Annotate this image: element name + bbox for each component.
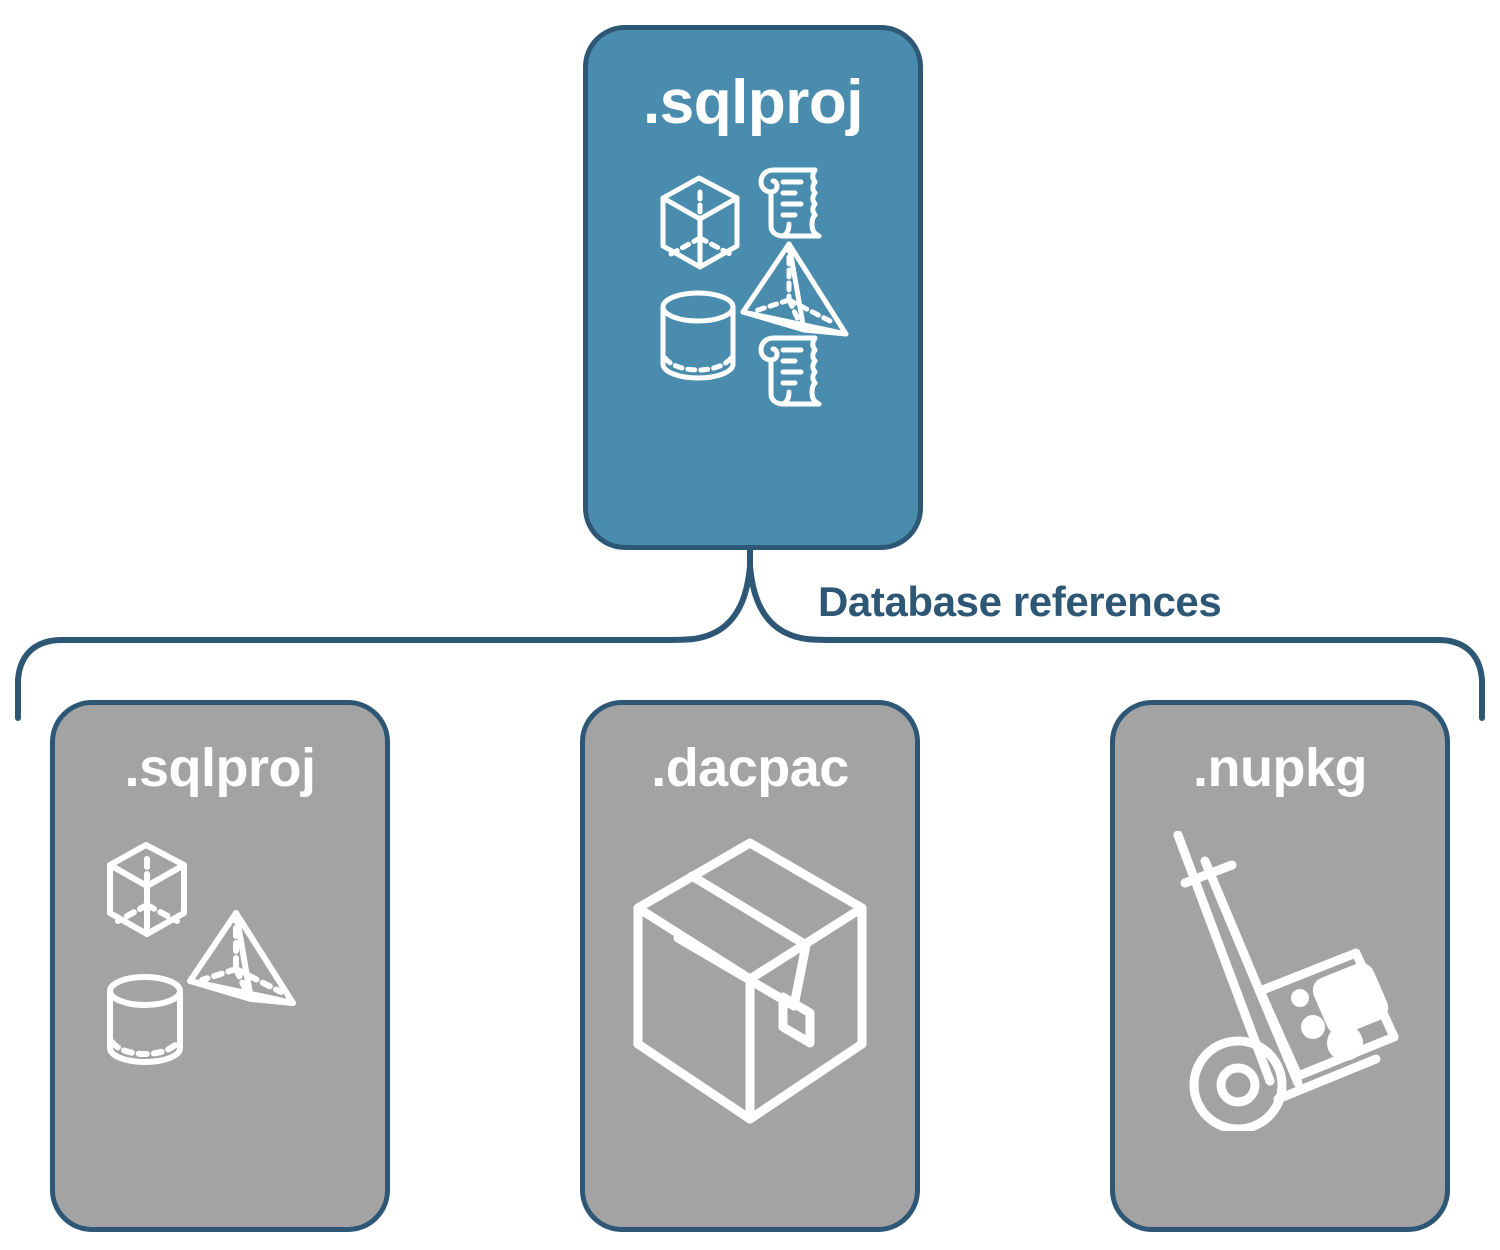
cylinder-icon [107, 974, 183, 1065]
node-sqlproj-root[interactable]: .sqlproj [583, 25, 923, 550]
node-sqlproj-reference-label: .sqlproj [124, 738, 316, 798]
pyramid-icon [740, 241, 849, 337]
pyramid-icon [187, 910, 296, 1006]
nupkg-icon-group [1150, 830, 1410, 1134]
sqlproj-reference-icon-group [90, 831, 350, 1131]
root-icon-group [643, 152, 863, 432]
dacpac-icon-group [620, 831, 880, 1131]
node-dacpac-label: .dacpac [651, 738, 849, 798]
node-root-label: .sqlproj [643, 68, 863, 137]
root-shapes-svg [660, 167, 849, 407]
cube-icon [107, 842, 187, 937]
sqlproj-shapes-svg [107, 842, 296, 1065]
node-nupkg-reference[interactable]: .nupkg [1110, 700, 1450, 1232]
node-dacpac-reference[interactable]: .dacpac [580, 700, 920, 1232]
node-sqlproj-reference[interactable]: .sqlproj [50, 700, 390, 1232]
node-nupkg-label: .nupkg [1193, 738, 1367, 798]
cylinder-icon [660, 290, 736, 381]
package-box-icon [633, 838, 867, 1124]
nuget-package-icon [1291, 962, 1389, 1061]
scroll-icon [758, 335, 822, 407]
cube-icon [660, 175, 740, 270]
hand-truck-icon [1173, 830, 1399, 1134]
brace-label: Database references [818, 578, 1222, 625]
scroll-icon [758, 167, 822, 239]
